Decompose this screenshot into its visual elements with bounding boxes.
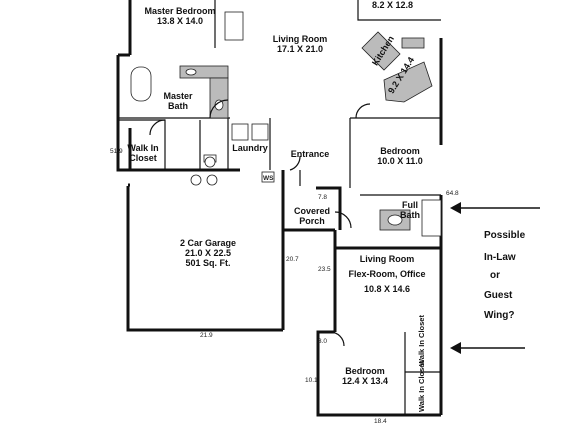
master-vanity <box>179 65 229 119</box>
full-bath-label-1: Full <box>402 200 418 210</box>
flex-room-label-2: Flex-Room, Office <box>348 269 426 279</box>
dim-20-7: 20.7 <box>286 256 299 263</box>
closet-fixtures <box>224 11 244 41</box>
dim-10-1: 10.1 <box>305 377 318 384</box>
note-line-1: Possible <box>484 230 526 241</box>
full-bath-fixtures <box>379 199 442 237</box>
top-right-room-dims: 8.2 X 12.8 <box>372 0 414 10</box>
garage-label-3: 501 Sq. Ft. <box>185 258 231 268</box>
laundry-appliances <box>231 123 269 141</box>
living-room-name: Living Room <box>272 34 328 44</box>
bedroom-2-dims: 12.4 X 13.4 <box>341 376 389 386</box>
walk-in-closet-vertical-1: Walk In Closet <box>417 315 426 366</box>
full-bath-label-2: Bath <box>400 210 420 220</box>
guest-wing-arrows <box>450 202 540 354</box>
covered-porch-label-2: Porch <box>299 216 325 226</box>
master-bedroom-name: Master Bedroom <box>144 6 216 16</box>
flex-room-label-3: 10.8 X 14.6 <box>363 284 411 294</box>
kitchen-counters <box>361 31 433 103</box>
walk-in-closet-vertical-2: Walk In Closet <box>417 361 426 412</box>
note-line-2: In-Law <box>484 252 516 263</box>
note-line-5: Wing? <box>484 310 515 321</box>
flex-room-label-1: Living Room <box>359 254 415 264</box>
dim-21-9: 21.9 <box>200 332 213 339</box>
ws-label: WS <box>263 175 274 182</box>
walk-in-closet-label-1: Walk In <box>127 143 159 153</box>
dim-64-8: 64.8 <box>446 190 459 197</box>
dim-23-5: 23.5 <box>318 266 331 273</box>
master-toilet <box>203 154 217 168</box>
master-bath-label-2: Bath <box>168 101 188 111</box>
master-bath-label-1: Master <box>163 91 193 101</box>
door-swings <box>149 99 371 347</box>
bedroom-1-dims: 10.0 X 11.0 <box>377 156 423 166</box>
master-bedroom-dims: 13.8 X 14.0 <box>156 16 204 26</box>
interior-walls <box>118 0 441 415</box>
master-tub <box>130 66 152 102</box>
garage-label-2: 21.0 X 22.5 <box>184 248 232 258</box>
living-room-dims: 17.1 X 21.0 <box>276 44 324 54</box>
dim-51-9: 51.9 <box>110 148 123 155</box>
note-line-3: or <box>490 270 500 281</box>
garage-label-1: 2 Car Garage <box>179 238 237 248</box>
bedroom-2-name: Bedroom <box>345 366 385 376</box>
dim-18-4: 18.4 <box>374 418 387 425</box>
covered-porch-label-1: Covered <box>293 206 330 216</box>
garage-fixtures <box>190 171 275 186</box>
bedroom-1-name: Bedroom <box>380 146 420 156</box>
note-line-4: Guest <box>484 290 513 301</box>
dim-7-8: 7.8 <box>318 194 328 201</box>
dim-3-0: 3.0 <box>318 338 328 345</box>
exterior-walls <box>116 0 443 417</box>
laundry-label: Laundry <box>232 143 268 153</box>
walk-in-closet-label-2: Closet <box>129 153 157 163</box>
entrance-label: Entrance <box>290 149 330 159</box>
